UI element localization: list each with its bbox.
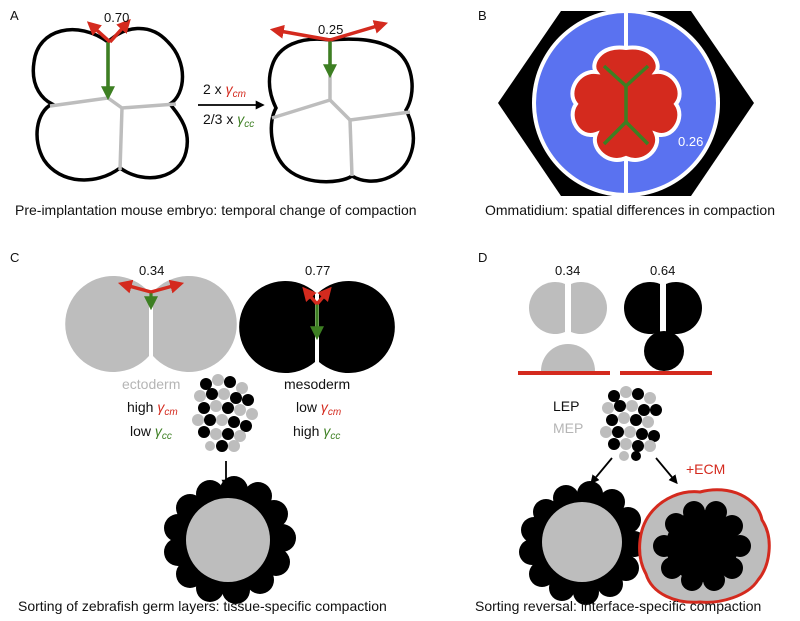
arrow-label-bottom: 2/3 x γcc [203,111,254,130]
panel-c-letter: C [10,250,19,265]
cell-boundary [348,119,354,177]
mixed-cell-cluster [192,374,258,452]
mesoderm-cc: high γcc [293,423,340,442]
value-label: 0.77 [305,263,330,278]
ectoderm-doublet: 0.34 [65,263,237,372]
tension-arrow-cm [117,279,152,294]
value-label: 0.25 [318,22,343,37]
panel-d-letter: D [478,250,487,265]
tension-arrow-cm [329,20,389,42]
caption-d: Sorting reversal: interface-specific com… [475,598,761,614]
panel-b-letter: B [478,8,487,23]
sorted-aggregate-right [638,488,771,604]
transition-arrow: 2 x γcm 2/3 x γcc [198,81,265,130]
tension-arrow-cm [269,24,331,42]
arrow-down-left-icon [590,457,613,485]
lep-label: LEP [553,398,579,414]
sorted-aggregate-left [519,481,647,605]
tension-arrow-cm [302,286,319,306]
panel-d: D 0.34 0.64 LEP MEP [475,250,771,614]
cell-boundary [118,107,124,171]
mixed-cell-cluster [600,386,662,461]
lep-round-cell [644,331,684,371]
panel-a-letter: A [10,8,19,23]
cone-boundary [602,120,628,146]
cone-boundary [602,64,628,88]
value-label: 0.34 [555,263,580,278]
caption-b: Ommatidium: spatial differences in compa… [485,202,775,218]
embryo-left: 0.70 [31,10,190,182]
mep-spread-cell [541,344,595,371]
caption-c: Sorting of zebrafish germ layers: tissue… [18,598,387,614]
value-label: 0.70 [104,10,129,25]
mep-doublet [529,281,608,334]
ectoderm-cm: high γcm [127,399,178,418]
tension-arrow-cm [315,286,332,306]
arrow-down-right-icon [655,457,678,485]
ectoderm-cc: low γcc [130,423,172,442]
mep-label: MEP [553,420,583,436]
value-label: 0.26 [678,134,703,149]
lep-doublet [624,281,703,334]
mesoderm-cm: low γcm [296,399,341,418]
ectoderm-label: ectoderm [122,376,180,392]
panel-a: A 0.70 2 x γcm 2/3 x γcc 0.2 [10,8,417,218]
panel-b: B 0.26 Ommatidium: spatial differences i… [478,8,775,218]
mesoderm-doublet: 0.77 [239,263,395,373]
value-label: 0.34 [139,263,164,278]
value-label: 0.64 [650,263,675,278]
tension-arrow-cm [86,21,112,44]
sorted-aggregate [164,476,296,604]
caption-a: Pre-implantation mouse embryo: temporal … [15,202,417,218]
cone-boundary [624,120,650,146]
embryo-right: 0.25 [267,20,416,184]
arrow-label-top: 2 x γcm [203,81,246,100]
ecm-label: +ECM [686,461,725,477]
cone-boundary [624,64,650,88]
tension-arrow-cm [150,279,185,294]
panel-c: C 0.34 0.77 ectoderm high γcm low γcc me… [10,250,395,614]
tension-arrow-cm [108,18,131,44]
mesoderm-label: mesoderm [284,376,350,392]
